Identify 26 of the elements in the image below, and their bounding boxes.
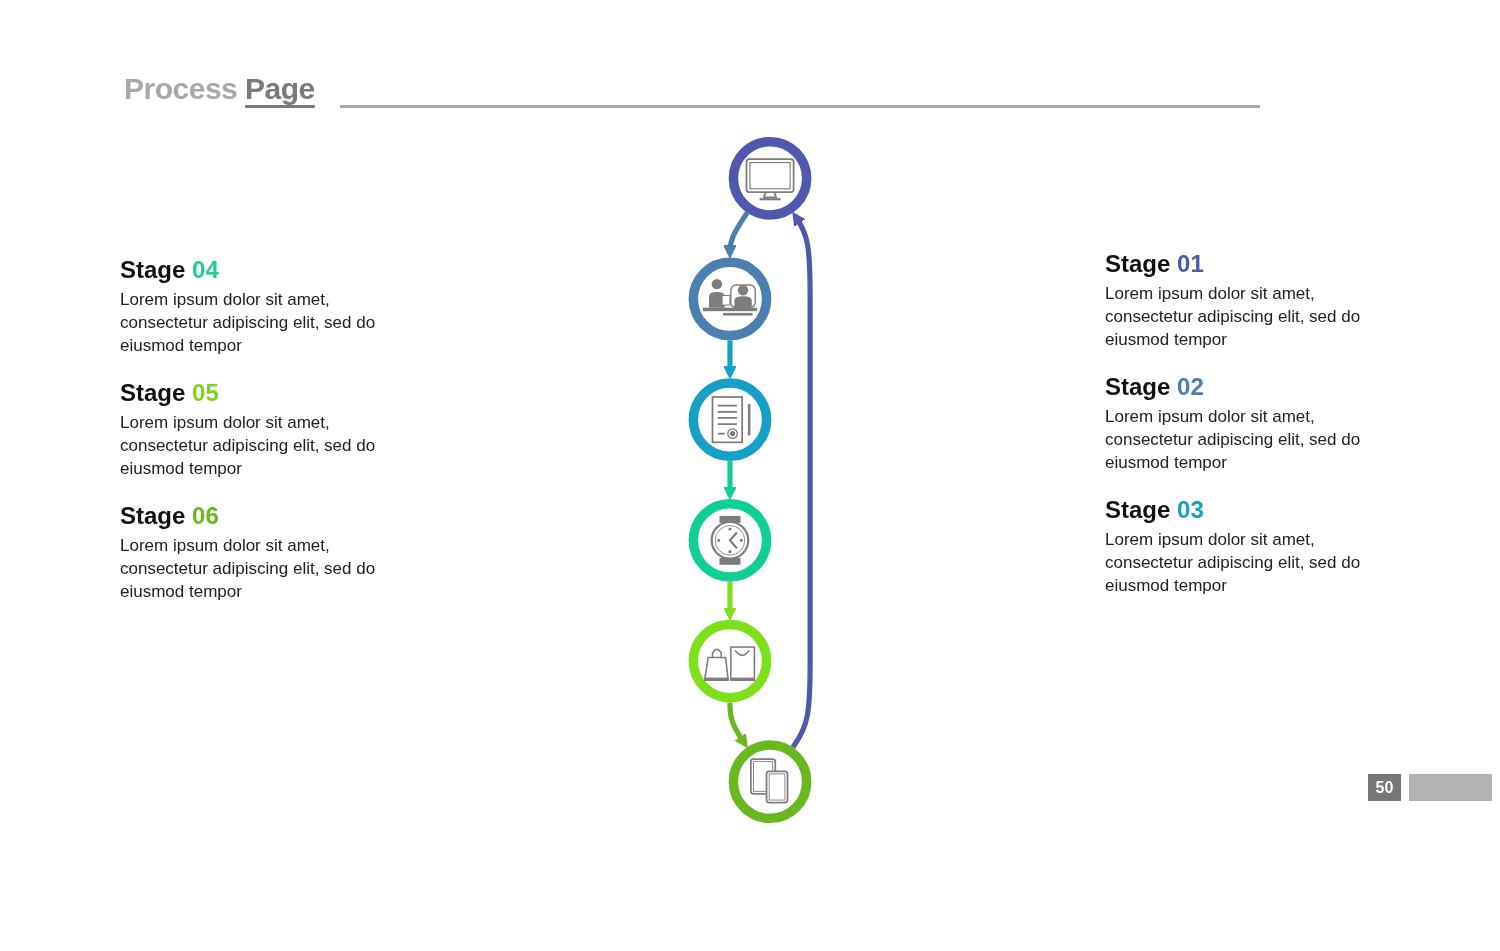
stage-heading: Stage 02 — [1105, 373, 1204, 401]
arrow — [723, 211, 750, 259]
page-title: Process Page — [124, 72, 315, 106]
arrow — [723, 461, 737, 500]
stage-heading: Stage 06 — [120, 502, 219, 530]
stage-description: Lorem ipsum dolor sit amet, consectetur adipiscing elit, sed do eiusmod tempor — [1105, 406, 1362, 474]
ring-circle — [688, 619, 772, 703]
stage-heading: Stage 03 — [1105, 496, 1204, 524]
ring-circle — [728, 136, 812, 220]
arrow — [723, 340, 737, 379]
ring-circle — [728, 740, 812, 824]
stage-description: Lorem ipsum dolor sit amet, consectetur adipiscing elit, sed do eiusmod tempor — [120, 412, 377, 480]
ring-circle — [688, 257, 772, 341]
stage-description: Lorem ipsum dolor sit amet, consectetur adipiscing elit, sed do eiusmod tempor — [1105, 283, 1362, 351]
arrow — [790, 212, 813, 749]
ring-circle — [688, 498, 772, 582]
arrow — [727, 702, 748, 748]
stage-heading: Stage 01 — [1105, 250, 1204, 278]
stage-description: Lorem ipsum dolor sit amet, consectetur adipiscing elit, sed do eiusmod tempor — [120, 289, 377, 357]
stage-heading: Stage 05 — [120, 379, 219, 407]
arrow — [723, 581, 737, 621]
page-number: 50 — [1368, 774, 1401, 801]
stage-description: Lorem ipsum dolor sit amet, consectetur adipiscing elit, sed do eiusmod tempor — [1105, 529, 1362, 597]
stage-description: Lorem ipsum dolor sit amet, consectetur adipiscing elit, sed do eiusmod tempor — [120, 535, 377, 603]
ring-circle — [688, 378, 772, 462]
stage-heading: Stage 04 — [120, 256, 219, 284]
